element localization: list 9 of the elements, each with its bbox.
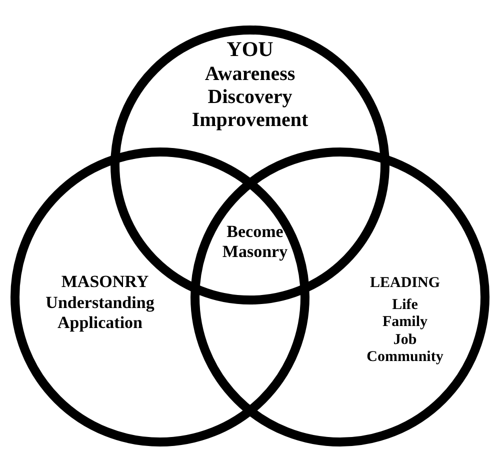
circle-heading: LEADING	[368, 275, 441, 292]
circle-text: Awareness Discovery Improvement	[190, 63, 310, 132]
circle-heading: YOU	[226, 37, 274, 62]
circle-heading: MASONRY	[60, 272, 150, 292]
venn-circle	[10, 147, 310, 447]
circle-text: Understanding Application	[44, 293, 156, 332]
venn-circle	[190, 147, 490, 447]
overlap-label: Become Masonry	[221, 222, 289, 262]
circle-text: Life Family Job Community	[366, 297, 444, 366]
